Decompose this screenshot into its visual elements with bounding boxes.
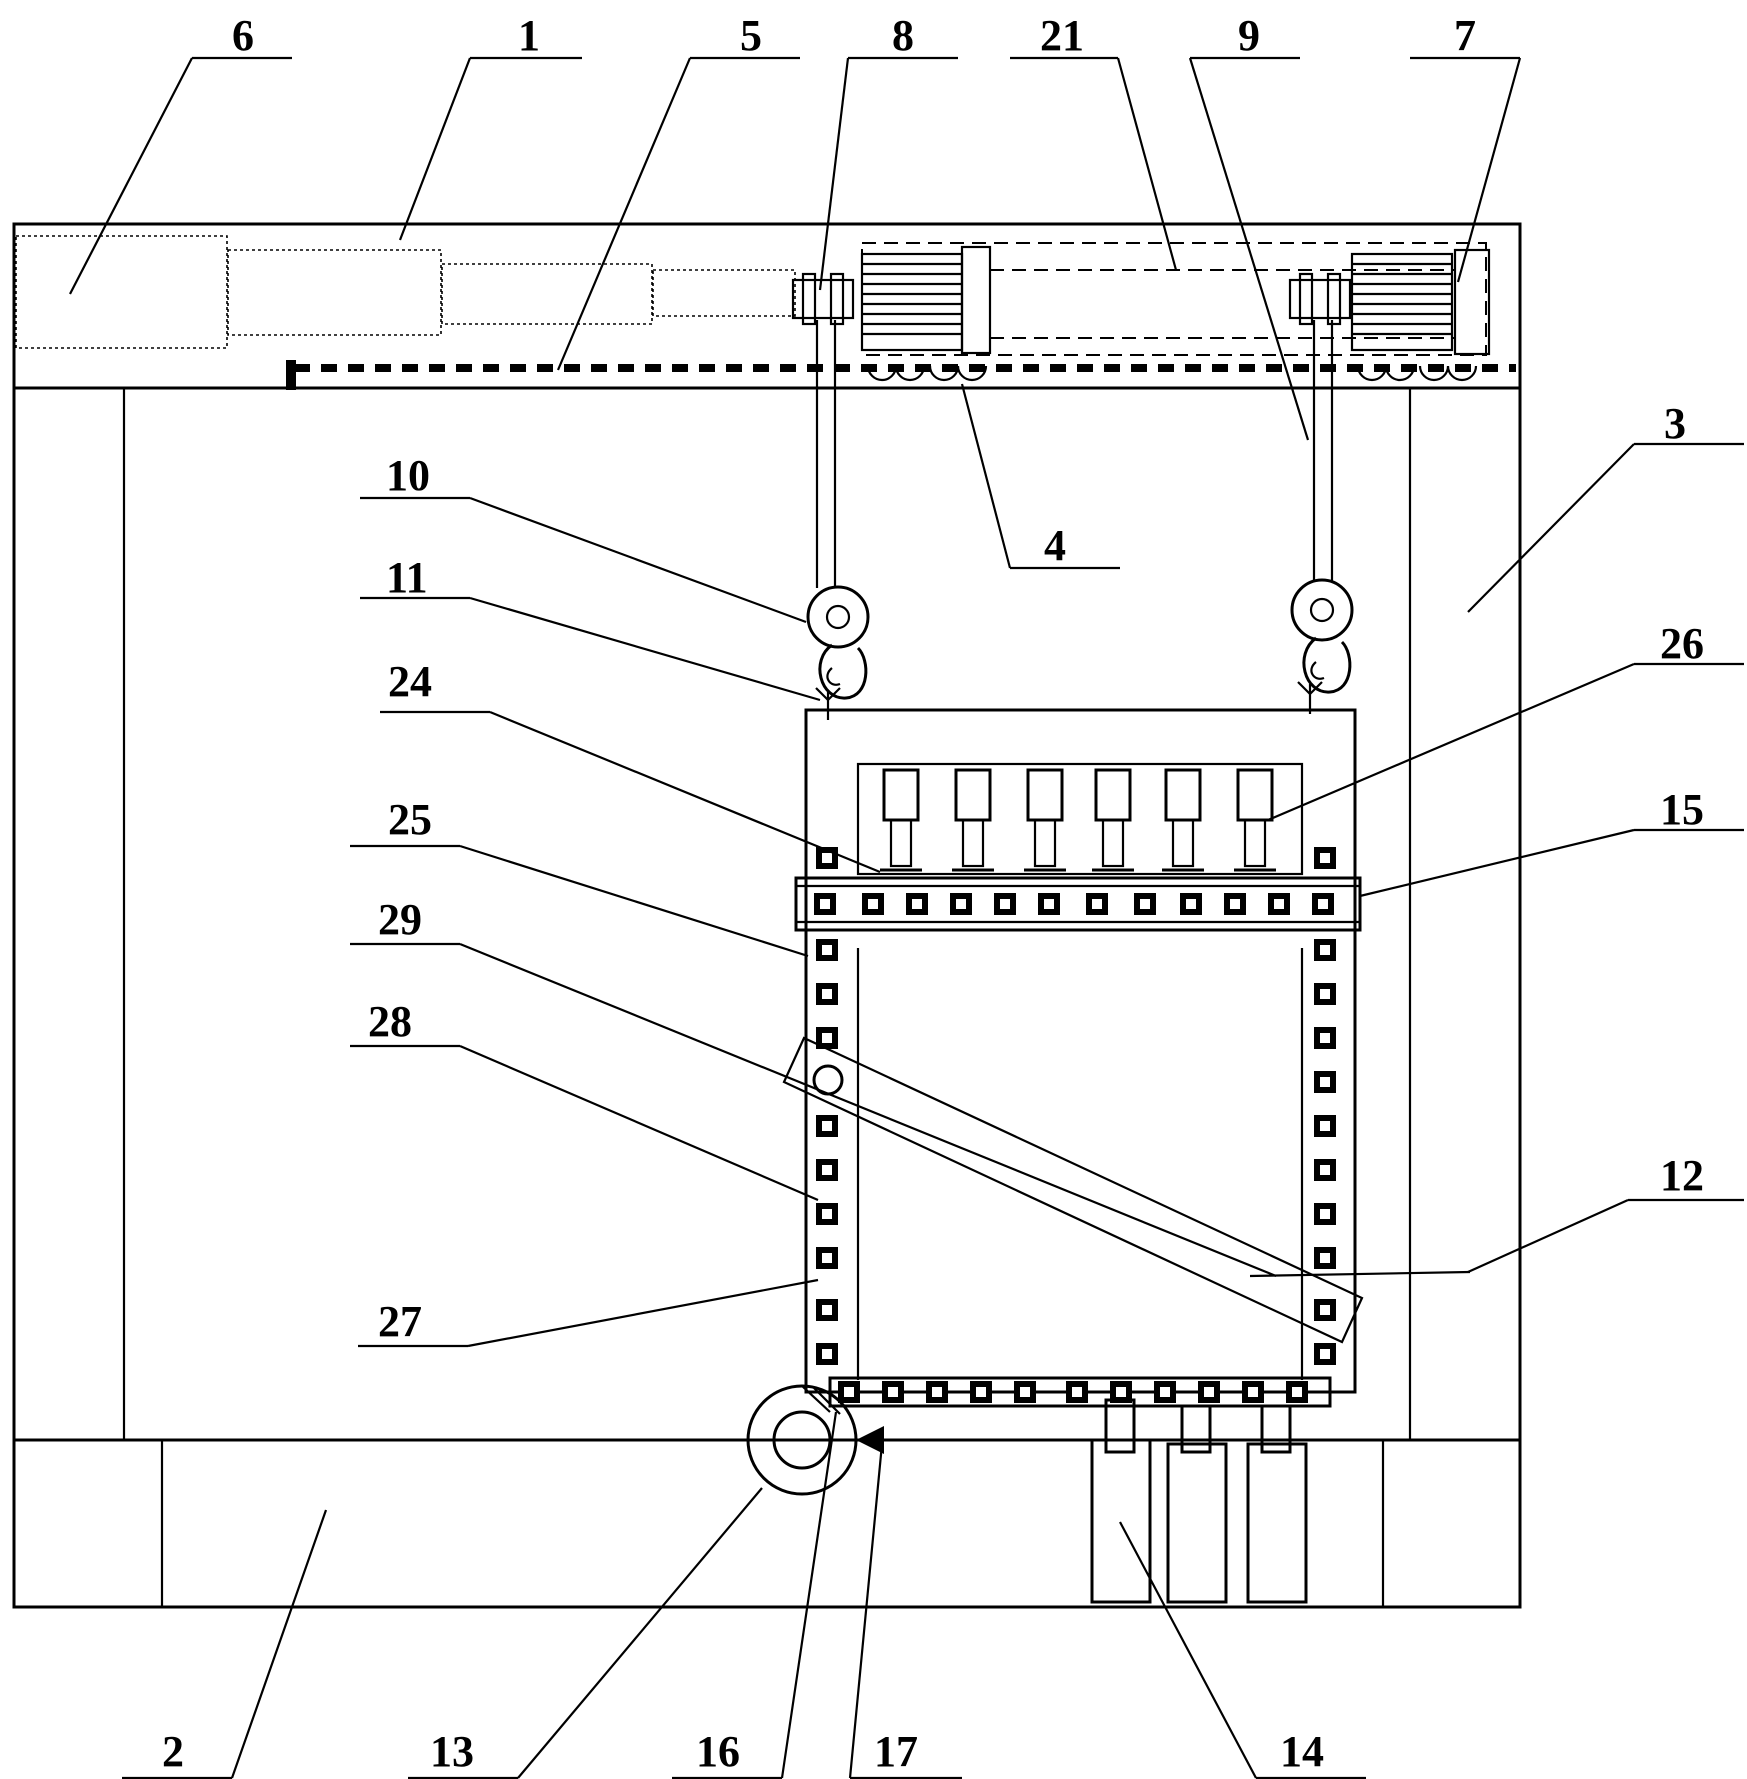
clamp-cylinders	[880, 770, 1276, 870]
label-16: 16	[696, 1727, 740, 1776]
label-5: 5	[740, 11, 762, 60]
label-1: 1	[518, 11, 540, 60]
telescopic-cylinder	[16, 236, 795, 348]
label-29: 29	[378, 895, 422, 944]
label-6: 6	[232, 11, 254, 60]
label-8: 8	[892, 11, 914, 60]
lower-cylinders	[1092, 1400, 1306, 1602]
right-pulley-hook	[1292, 580, 1352, 714]
label-11: 11	[386, 553, 428, 602]
label-17: 17	[874, 1727, 918, 1776]
feed-arrow	[856, 1426, 1080, 1454]
label-14: 14	[1280, 1727, 1324, 1776]
label-24: 24	[388, 657, 432, 706]
leader-lines	[70, 58, 1744, 1778]
label-27: 27	[378, 1297, 422, 1346]
chain-rollers	[817, 850, 1333, 1400]
label-9: 9	[1238, 11, 1260, 60]
label-28: 28	[368, 997, 412, 1046]
carriage	[862, 243, 1489, 355]
label-21: 21	[1040, 11, 1084, 60]
left-hoist-motor	[793, 254, 962, 350]
label-7: 7	[1454, 11, 1476, 60]
part-labels: 6 1 5 8 21 9 7 3 10 4 11 26 24 25 15 29 …	[162, 11, 1704, 1776]
label-4: 4	[1044, 521, 1066, 570]
label-25: 25	[388, 795, 432, 844]
label-10: 10	[386, 451, 430, 500]
label-26: 26	[1660, 619, 1704, 668]
diagonal-brace	[784, 1038, 1362, 1342]
label-2: 2	[162, 1727, 184, 1776]
label-13: 13	[430, 1727, 474, 1776]
label-15: 15	[1660, 785, 1704, 834]
label-3: 3	[1664, 399, 1686, 448]
hoist-ropes	[817, 320, 1332, 588]
label-12: 12	[1660, 1151, 1704, 1200]
